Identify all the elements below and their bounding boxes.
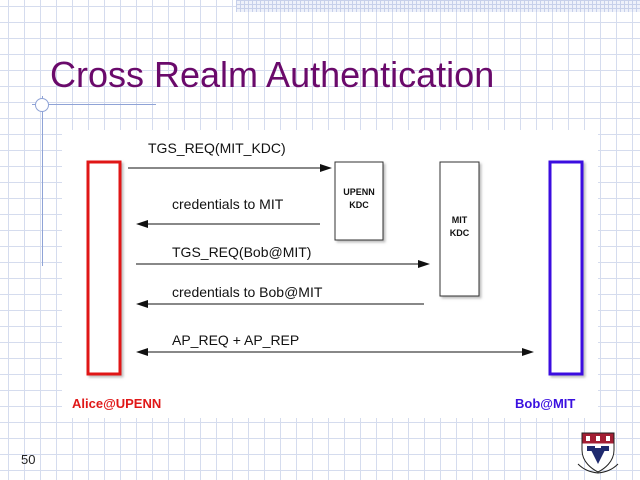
sequence-diagram-graphics <box>86 160 584 376</box>
university-shield-icon <box>574 430 622 479</box>
message-arrow-5 <box>136 348 534 356</box>
message-arrow-4 <box>136 300 424 308</box>
message-label-3: TGS_REQ(Bob@MIT) <box>172 244 312 260</box>
mit-kdc-box <box>439 161 480 297</box>
message-label-1: TGS_REQ(MIT_KDC) <box>148 140 286 156</box>
message-arrow-2 <box>136 220 320 228</box>
message-arrow-1 <box>128 164 332 172</box>
alice-label: Alice@UPENN <box>72 396 162 411</box>
mit-kdc-label: MIT KDC <box>449 215 470 238</box>
title-bullet-circle <box>35 98 49 112</box>
alice-lifeline <box>86 160 122 376</box>
message-arrow-3 <box>136 260 430 268</box>
upenn-kdc-box <box>334 161 384 241</box>
bob-lifeline <box>548 160 584 376</box>
slide-title: Cross Realm Authentication <box>50 54 495 95</box>
bob-label: Bob@MIT <box>515 396 576 411</box>
message-label-2: credentials to MIT <box>172 196 284 212</box>
sequence-diagram: UPENN KDC MIT KDC TGS_REQ(MIT_KDC) crede… <box>62 130 598 418</box>
header-decoration <box>236 0 640 12</box>
slide-number: 50 <box>21 452 36 467</box>
upenn-kdc-label: UPENN KDC <box>343 187 375 210</box>
message-label-5: AP_REQ + AP_REP <box>172 332 300 348</box>
message-label-4: credentials to Bob@MIT <box>172 284 323 300</box>
title-vertical-rule <box>42 96 43 266</box>
title-underline <box>32 104 156 105</box>
